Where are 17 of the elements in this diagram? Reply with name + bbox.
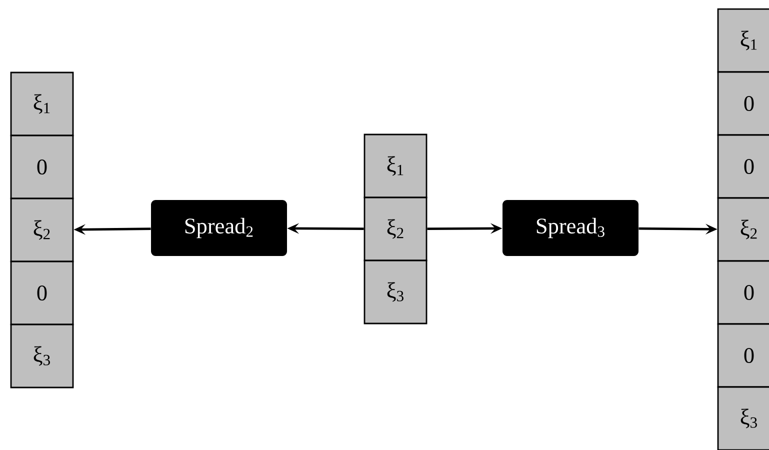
- value-cell: 0: [717, 134, 769, 199]
- value-cell: ξ$_{1}$: [10, 72, 74, 136]
- value-cell: ξ$_{1}$: [717, 8, 769, 73]
- value-cell: 0: [717, 71, 769, 136]
- value-cell: 0: [10, 134, 74, 200]
- value-cell: ξ$_{3}$: [10, 324, 74, 388]
- operation-box: Spread$_{2}$: [151, 200, 287, 256]
- value-cell: ξ$_{1}$: [364, 134, 428, 198]
- value-cell: ξ$_{2}$: [717, 197, 769, 262]
- value-cell: 0: [717, 323, 769, 388]
- value-cell: ξ$_{2}$: [364, 196, 428, 262]
- operation-box: Spread$_{3}$: [502, 200, 638, 256]
- value-cell: ξ$_{3}$: [364, 260, 428, 324]
- value-cell: 0: [10, 260, 74, 326]
- value-cell: 0: [717, 260, 769, 325]
- value-cell: ξ$_{3}$: [717, 386, 769, 450]
- value-cell: ξ$_{2}$: [10, 198, 74, 262]
